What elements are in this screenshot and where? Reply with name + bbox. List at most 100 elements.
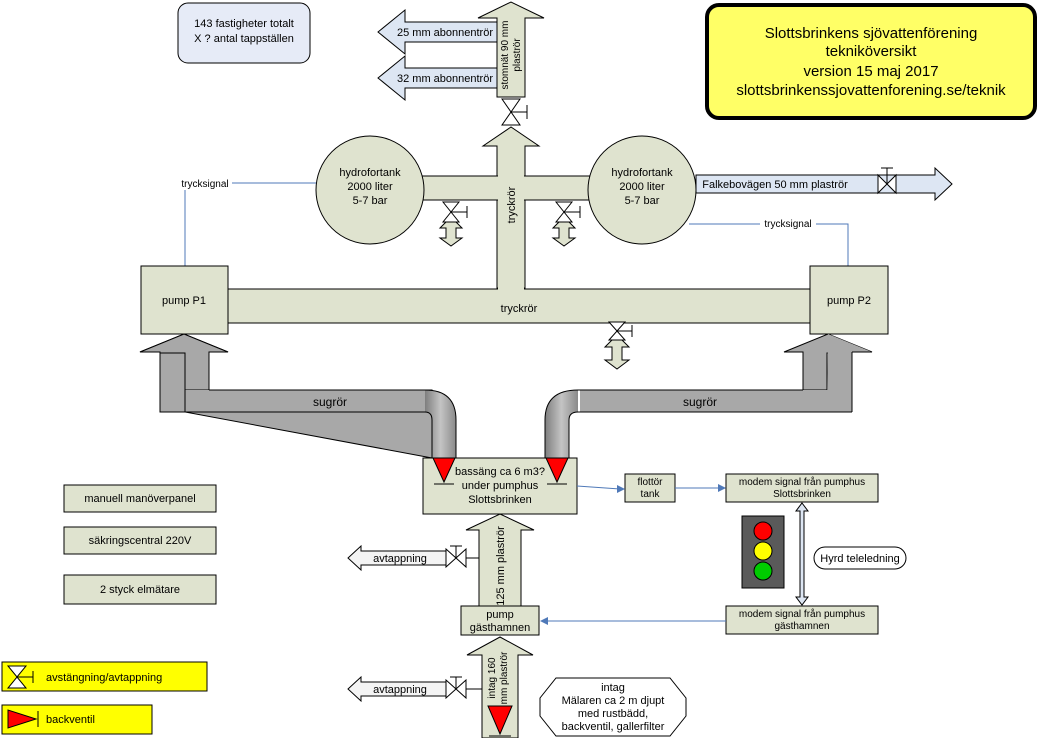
property-count-text: 143 fastigheter totalt xyxy=(194,18,294,30)
tank-right-line-2: 2000 liter xyxy=(619,181,665,193)
modem-upper-line-2: Slottsbrinken xyxy=(773,489,831,500)
telephone-line-box: Hyrd teleledning xyxy=(813,546,907,570)
fuse-box-box: säkringscentral 220V xyxy=(63,526,217,555)
subscriber-pipe-32mm-label: 32 mm abonnentrör xyxy=(397,73,493,85)
float-tank-line-2: tank xyxy=(641,489,661,500)
basin-check-valve-left-icon xyxy=(432,457,456,485)
suction-pipe-right-label: sugrör xyxy=(683,395,717,409)
title-box: Slottsbrinkens sjövattenförening teknikö… xyxy=(705,3,1037,120)
lower-drain-valve-icon xyxy=(445,676,482,700)
basin-line-2: under pumphus xyxy=(462,480,539,492)
basin-line-3: Slottsbrinken xyxy=(468,494,532,506)
modem-lower-line-1: modem signal från pumphus xyxy=(739,608,865,620)
modem-lower-box: modem signal från pumphus gästhamnen xyxy=(725,605,879,635)
intake-pipe-label-2: mm plaströr xyxy=(499,651,510,704)
hydrofor-tank-left: hydrofortank 2000 liter 5-7 bar xyxy=(315,135,425,245)
title-line-2: tekniköversikt xyxy=(826,43,918,60)
intake-check-valve-icon xyxy=(487,705,513,737)
tank-right-drain-arrow xyxy=(551,221,577,247)
pressure-signal-right-label: trycksignal xyxy=(764,219,811,230)
title-line-4: slottsbrinkenssjovattenforening.se/tekni… xyxy=(736,82,1006,99)
tank-right-line-1: hydrofortank xyxy=(611,167,673,179)
signal-basin-to-float xyxy=(576,485,625,493)
electricity-meters-label: 2 styck elmätare xyxy=(100,584,180,596)
signal-modem-to-pump-gasthamnen xyxy=(540,617,726,625)
pump-p1-label: pump P1 xyxy=(162,295,206,307)
basin-check-valve-right-icon xyxy=(545,457,569,485)
intake-description-line-3: med rustbädd, xyxy=(578,708,648,720)
pump-p1: pump P1 xyxy=(140,265,229,335)
pressure-signal-left: trycksignal xyxy=(178,176,316,266)
modem-lower-line-2: gästhamnen xyxy=(774,621,829,632)
pressure-pipe-drain-arrow xyxy=(603,339,631,370)
property-count-box: 143 fastigheter totalt X ? antal tappstä… xyxy=(177,2,311,64)
pipe-125mm-label: 125 mm plaströr xyxy=(495,526,507,606)
intake-pipe-label-1: intag 160 xyxy=(487,657,498,699)
modem-upper-line-1: modem signal från pumphus xyxy=(739,476,865,488)
main-network-label-2: plaströr xyxy=(512,38,523,72)
modem-upper-box: modem signal från pumphus Slottsbrinken xyxy=(725,473,879,503)
intake-pipe-arrow: intag 160 mm plaströr xyxy=(466,636,534,738)
main-network-pipe: stomnät 90 mm plaströr xyxy=(477,1,545,98)
suction-pipe-left-label: sugrör xyxy=(313,395,347,409)
pump-gasthamnen-line-1: pump xyxy=(486,609,514,621)
tank-left-drain-arrow xyxy=(438,221,464,247)
intake-description-box: intag Mälaren ca 2 m djupt med rustbädd,… xyxy=(539,677,687,737)
pipe-125mm-arrow: 125 mm plaströr xyxy=(465,513,535,607)
pump-gasthamnen-line-2: gästhamnen xyxy=(470,622,531,634)
float-tank-box: flottör tank xyxy=(624,473,676,503)
pressure-pipe-drain-valve-icon xyxy=(607,321,633,341)
suction-pipe-left: sugrör xyxy=(139,333,457,459)
falkebovagen-pipe-label: Falkebovägen 50 mm plaströr xyxy=(702,179,848,191)
tank-right-drain-valve-icon xyxy=(554,201,581,223)
pressure-signal-left-label: trycksignal xyxy=(181,179,228,190)
pressure-pipe-network: tryckrör tryckrör xyxy=(227,126,811,324)
electricity-meters-box: 2 styck elmätare xyxy=(63,574,217,605)
legend-check-valve: backventil xyxy=(1,704,153,735)
legend-valve: avstängning/avtappning xyxy=(1,661,208,692)
tank-left-drain-valve-icon xyxy=(441,201,468,223)
telephone-line-arrow xyxy=(795,502,809,606)
falkebovagen-valve-icon xyxy=(877,167,897,195)
pump-gasthamnen: pump gästhamnen xyxy=(460,605,540,636)
intake-description-line-2: Mälaren ca 2 m djupt xyxy=(562,695,665,707)
tank-left-line-2: 2000 liter xyxy=(347,181,393,193)
upper-drain-valve-icon xyxy=(445,545,479,569)
upper-drain-arrow: avtappning xyxy=(347,544,447,572)
manual-control-panel-box: manuell manöverpanel xyxy=(63,484,217,513)
hydrofor-tank-right: hydrofortank 2000 liter 5-7 bar xyxy=(587,135,697,245)
subscriber-pipe-25mm-label: 25 mm abonnentrör xyxy=(397,27,493,39)
intake-description-line-4: backventil, gallerfilter xyxy=(562,721,665,733)
tank-left-line-1: hydrofortank xyxy=(339,167,401,179)
legend-valve-label: avstängning/avtappning xyxy=(46,672,162,684)
subscriber-pipe-25mm-arrow: 25 mm abonnentrör xyxy=(377,8,498,56)
pressure-pipe-horizontal-label: tryckrör xyxy=(501,303,538,315)
main-network-valve-icon xyxy=(501,98,528,126)
main-network-label-1: stomnät 90 mm xyxy=(500,21,511,90)
tank-right-line-3: 5-7 bar xyxy=(625,195,660,207)
intake-description-line-1: intag xyxy=(601,682,625,694)
tap-count-text: X ? antal tappställen xyxy=(194,33,294,45)
title-line-3: version 15 maj 2017 xyxy=(803,63,938,80)
pressure-signal-right: trycksignal xyxy=(689,217,849,266)
basin-line-1: bassäng ca 6 m3? xyxy=(455,466,545,478)
manual-control-panel-label: manuell manöverpanel xyxy=(84,493,195,505)
pressure-pipe-vertical-label: tryckrör xyxy=(506,186,518,223)
telephone-line-label: Hyrd teleledning xyxy=(820,553,900,565)
pump-p2: pump P2 xyxy=(809,265,889,335)
legend-check-valve-label: backventil xyxy=(46,714,95,726)
suction-pipe-right: sugrör xyxy=(544,333,873,459)
traffic-light-icon xyxy=(741,515,785,589)
tank-left-line-3: 5-7 bar xyxy=(353,195,388,207)
title-line-1: Slottsbrinkens sjövattenförening xyxy=(765,25,978,42)
lower-drain-label: avtappning xyxy=(373,684,427,696)
lower-drain-arrow: avtappning xyxy=(347,675,447,703)
pump-p2-label: pump P2 xyxy=(827,295,871,307)
signal-float-to-modem xyxy=(675,484,726,492)
subscriber-pipe-32mm-arrow: 32 mm abonnentrör xyxy=(377,54,498,102)
upper-drain-label: avtappning xyxy=(373,553,427,565)
fuse-box-label: säkringscentral 220V xyxy=(89,535,192,547)
float-tank-line-1: flottör xyxy=(637,477,663,488)
falkebovagen-pipe-arrow: Falkebovägen 50 mm plaströr xyxy=(695,166,953,202)
